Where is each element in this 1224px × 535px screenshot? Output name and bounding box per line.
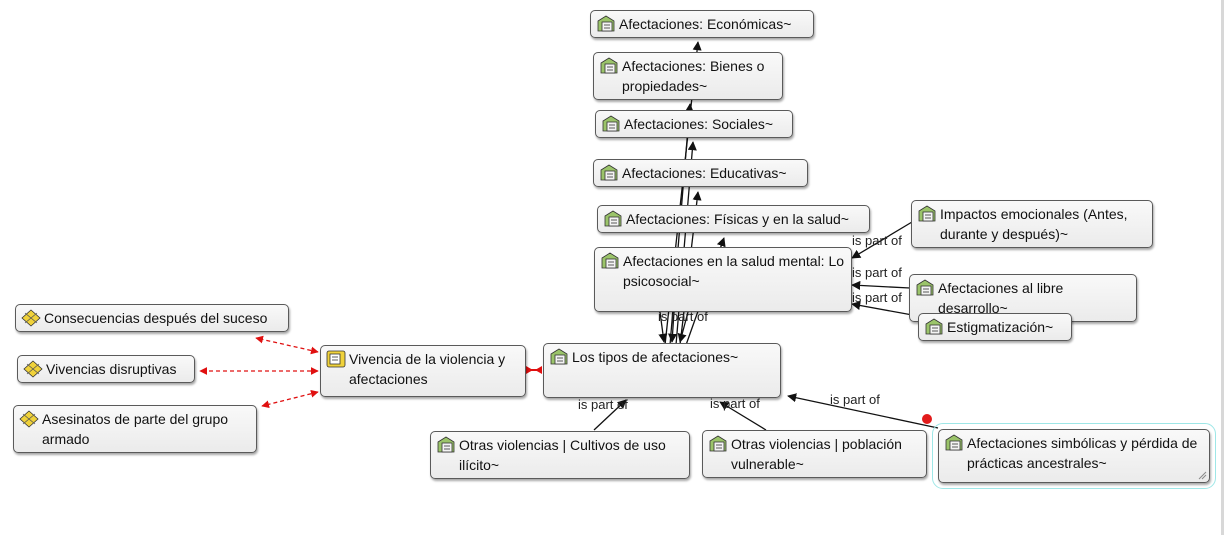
- document-code-icon: [601, 252, 619, 269]
- links-right: [851, 221, 919, 317]
- node-label: Afectaciones en la salud mental: Lo psic…: [623, 253, 845, 289]
- node-label: Consecuencias después del suceso: [44, 310, 268, 326]
- node-cultivos-ilicitos[interactable]: Otras violencias | Cultivos de uso ilíci…: [430, 431, 690, 479]
- document-code-icon: [709, 435, 727, 452]
- node-estigmatizacion[interactable]: Estigmatización~: [918, 313, 1072, 341]
- document-code-icon: [604, 210, 622, 227]
- node-label: Afectaciones: Educativas~: [622, 165, 787, 181]
- node-vivencias-disruptivas[interactable]: Vivencias disruptivas: [17, 355, 195, 383]
- document-code-icon: [437, 436, 455, 453]
- node-label: Impactos emocionales (Antes, durante y d…: [940, 206, 1128, 242]
- links-red-dashed: [199, 335, 319, 409]
- document-code-icon: [600, 57, 618, 74]
- document-code-icon: [945, 434, 963, 451]
- node-label: Otras violencias | Cultivos de uso ilíci…: [459, 437, 666, 473]
- node-afectaciones-sociales[interactable]: Afectaciones: Sociales~: [595, 110, 793, 138]
- code-group-icon: [23, 360, 43, 378]
- document-code-icon: [925, 318, 943, 335]
- memo-icon: [326, 350, 346, 368]
- node-asesinatos[interactable]: Asesinatos de parte del grupo armado: [13, 405, 257, 453]
- node-afectaciones-bienes[interactable]: Afectaciones: Bienes o propiedades~: [593, 52, 783, 100]
- node-vivencia-violencia[interactable]: Vivencia de la violencia y afectaciones: [320, 345, 526, 397]
- document-code-icon: [597, 15, 615, 32]
- code-group-icon: [21, 309, 41, 327]
- node-poblacion-vulnerable[interactable]: Otras violencias | población vulnerable~: [702, 430, 927, 478]
- edge-label-cultivos: is part of: [578, 397, 628, 412]
- links-bottom: [593, 393, 939, 431]
- edge-label-libre: is part of: [852, 265, 902, 280]
- edge-label-simbolicas: is part of: [830, 392, 880, 407]
- node-afectaciones-educativas[interactable]: Afectaciones: Educativas~: [593, 159, 808, 187]
- node-label: Afectaciones: Económicas~: [619, 16, 792, 32]
- node-label: Afectaciones: Físicas y en la salud~: [626, 211, 849, 227]
- node-afectaciones-simbolicas[interactable]: Afectaciones simbólicas y pérdida de prá…: [932, 423, 1216, 489]
- node-label: Afectaciones: Bienes o propiedades~: [622, 58, 765, 94]
- node-label: Estigmatización~: [947, 319, 1054, 335]
- edge-label-vulnerable: is part of: [710, 396, 760, 411]
- node-label: Afectaciones al libre desarrollo~: [938, 280, 1064, 316]
- node-label: Otras violencias | población vulnerable~: [731, 436, 902, 472]
- node-salud-mental[interactable]: Afectaciones en la salud mental: Lo psic…: [594, 247, 852, 312]
- document-code-icon: [600, 164, 618, 181]
- resize-grip-icon[interactable]: [1197, 470, 1207, 480]
- node-label: Vivencia de la violencia y afectaciones: [349, 351, 506, 387]
- node-label: Afectaciones simbólicas y pérdida de prá…: [967, 435, 1198, 471]
- node-label: Asesinatos de parte del grupo armado: [42, 411, 229, 447]
- code-group-icon: [19, 410, 39, 428]
- vertical-scrollbar[interactable]: [1221, 0, 1224, 535]
- node-label: Afectaciones: Sociales~: [624, 116, 774, 132]
- node-label: Vivencias disruptivas: [46, 361, 177, 377]
- edge-label-mental-tipos: is part of: [658, 309, 708, 324]
- node-impactos-emocionales[interactable]: Impactos emocionales (Antes, durante y d…: [911, 200, 1153, 248]
- link-red-connector: [526, 366, 542, 374]
- node-afectaciones-economicas[interactable]: Afectaciones: Económicas~: [590, 10, 814, 38]
- node-tipos-afectaciones[interactable]: Los tipos de afectaciones~: [543, 343, 781, 398]
- edge-label-estigma: is part of: [852, 290, 902, 305]
- edge-label-impactos: is part of: [852, 233, 902, 248]
- document-code-icon: [602, 115, 620, 132]
- node-label: Los tipos de afectaciones~: [572, 349, 739, 365]
- document-code-icon: [550, 348, 568, 365]
- node-afectaciones-fisicas[interactable]: Afectaciones: Físicas y en la salud~: [597, 205, 870, 233]
- document-code-icon: [916, 279, 934, 296]
- document-code-icon: [918, 205, 936, 222]
- node-consecuencias[interactable]: Consecuencias después del suceso: [15, 304, 289, 332]
- selection-handle-dot[interactable]: [922, 414, 932, 424]
